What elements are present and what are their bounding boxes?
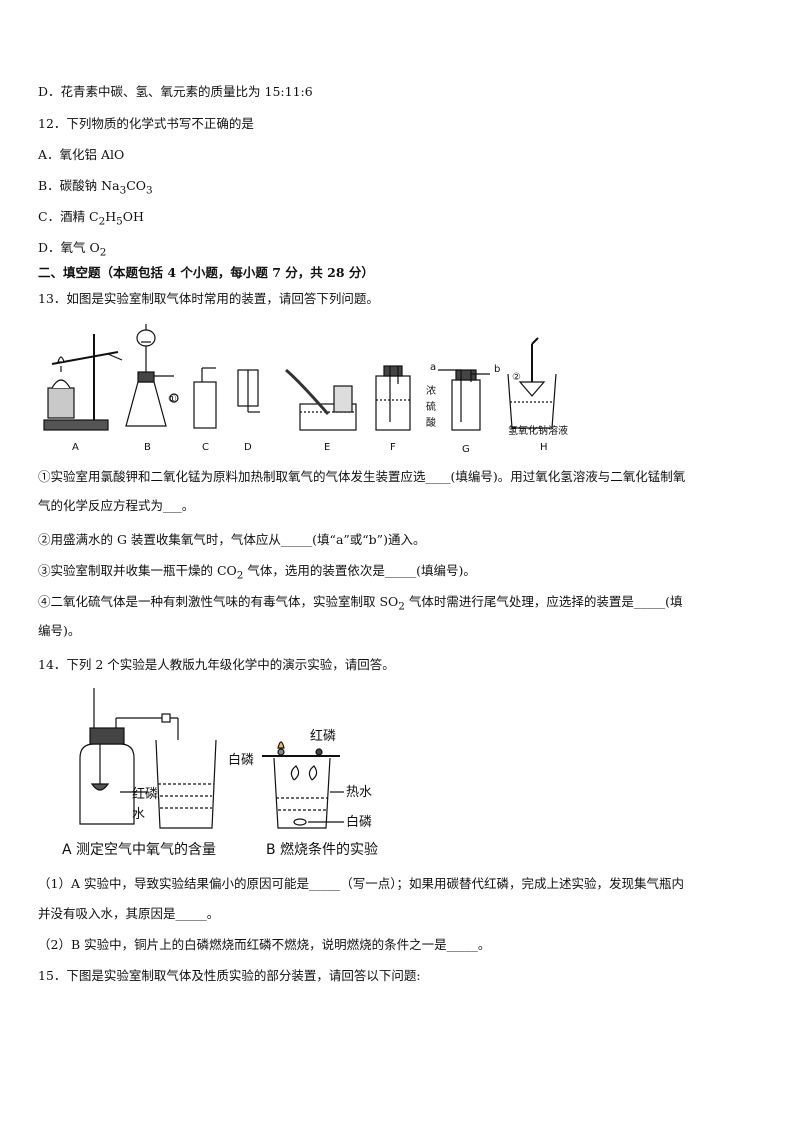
q15-stem: 15．下图是实验室制取气体及性质实验的部分装置，请回答以下问题: — [38, 968, 421, 983]
apparatus-label-d: D — [244, 442, 252, 453]
q13-p3: ③实验室制取并收集一瓶干燥的 CO2 气体，选用的装置依次是_____(填编号)… — [38, 563, 476, 582]
apparatus-label-h: H — [540, 442, 548, 453]
f-label-3: 酸 — [426, 416, 436, 429]
label-hot-water: 热水 — [346, 785, 372, 800]
g-port-b: b — [494, 364, 500, 375]
label-water: 水 — [132, 807, 145, 822]
label-red-phosphorus: 红磷 — [132, 786, 158, 802]
apparatus-label-b: B — [144, 442, 151, 453]
q13-p4-line1: ④二氧化硫气体是一种有刺激性气味的有毒气体，实验室制取 SO2 气体时需进行尾气… — [38, 594, 683, 613]
circle-1-label: ① — [168, 394, 177, 405]
q11-option-d: D．花青素中碳、氢、氧元素的质量比为 15:11:6 — [38, 84, 313, 99]
apparatus-label-a: A — [72, 442, 79, 453]
h-label: 氢氧化钠溶液 — [508, 424, 568, 437]
apparatus-label-f: F — [390, 442, 396, 453]
q12-option-b: B．碳酸钠 Na3CO3 — [38, 178, 153, 197]
section-title: 二、填空题（本题包括 4 个小题，每小题 7 分，共 28 分） — [38, 265, 374, 280]
label-white-phosphorus-left: 白磷 — [228, 752, 254, 768]
apparatus-a-base — [43, 419, 109, 431]
q12-option-c: C．酒精 C2H5OH — [38, 209, 144, 228]
q13-p2: ②用盛满水的 G 装置收集氧气时，气体应从_____(填“a”或“b”)通入。 — [38, 532, 426, 547]
apparatus-label-c: C — [202, 442, 209, 453]
q14-experiment-figure: 红磷 水 白磷 红磷 热水 白磷 A 测定空气中氧气的含量 B 燃烧条件的实验 — [62, 688, 378, 858]
caption-a: A 测定空气中氧气的含量 — [62, 842, 216, 858]
circle-2-label: ② — [512, 372, 521, 383]
apparatus-label-e: E — [324, 442, 330, 453]
q12-option-d: D．氧气 O2 — [38, 240, 107, 259]
label-red-phosphorus-top: 红磷 — [310, 728, 336, 744]
q12-stem: 12．下列物质的化学式书写不正确的是 — [38, 116, 254, 131]
q13-p1-line1: ①实验室用氯酸钾和二氧化锰为原料加热制取氧气的气体发生装置应选____(填编号)… — [38, 469, 686, 484]
q14-stem: 14．下列 2 个实验是人教版九年级化学中的演示实验，请回答。 — [38, 657, 395, 672]
label-white-phosphorus-bottom: 白磷 — [346, 814, 372, 830]
q14-p2: （2）B 实验中，铜片上的白磷燃烧而红磷不燃烧，说明燃烧的条件之一是_____。 — [38, 937, 491, 952]
q13-apparatus-figure: A B C D E F G H ① ② 浓 硫 酸 a b 氢氧化钠溶液 — [43, 324, 568, 455]
q12-option-a: A．氧化铝 AlO — [38, 147, 125, 162]
apparatus-label-g: G — [462, 444, 470, 455]
q14-p1-line1: （1）A 实验中，导致实验结果偏小的原因可能是_____（写一点）；如果用碳替代… — [38, 876, 684, 891]
f-label-1: 浓 — [426, 385, 436, 397]
f-label-2: 硫 — [426, 400, 436, 413]
g-port-a: a — [430, 362, 436, 373]
q13-p4-line2: 编号)。 — [38, 623, 81, 638]
caption-b: B 燃烧条件的实验 — [266, 841, 378, 858]
q14-p1-line2: 并没有吸入水，其原因是_____。 — [38, 906, 220, 921]
q13-p1-line2: 气的化学反应方程式为___。 — [38, 498, 195, 513]
q13-stem: 13．如图是实验室制取气体时常用的装置，请回答下列问题。 — [38, 291, 379, 306]
